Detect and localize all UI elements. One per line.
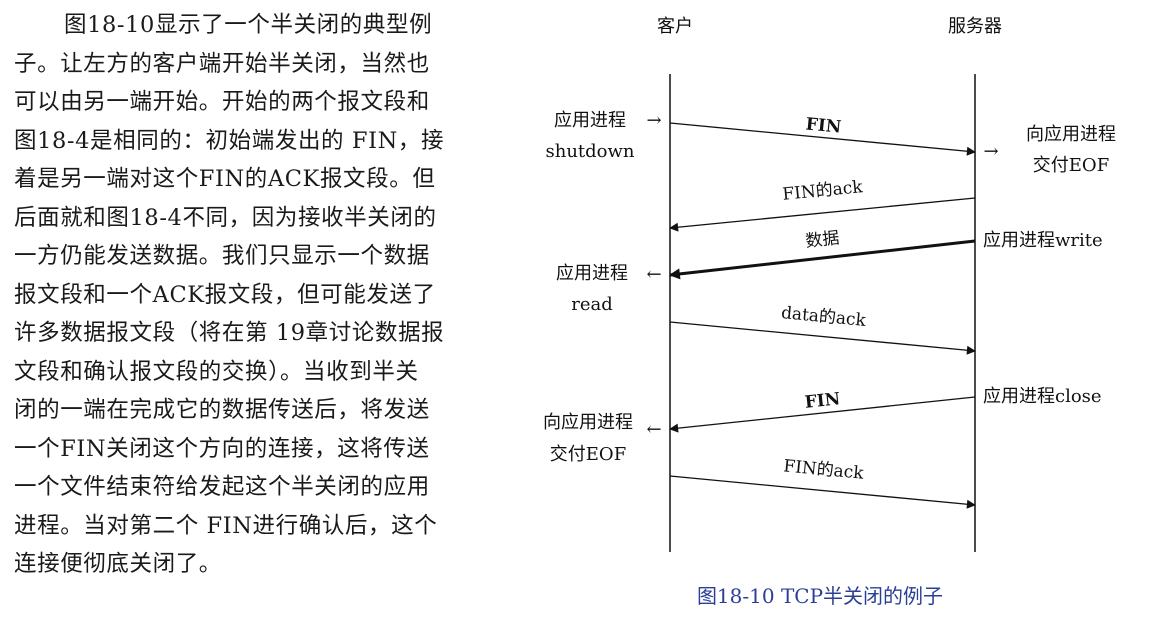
- fin-label-2: FIN: [804, 389, 841, 413]
- paragraph-line: 图18-4是相同的：初始端发出的 FIN，接: [14, 127, 445, 154]
- paragraph-line: 报文段和一个ACK报文段，但可能发送了: [14, 281, 436, 308]
- paragraph-line: 闭的一端在完成它的数据传送后，将发送: [14, 397, 430, 423]
- fin-ack-label-1: FIN的ack: [782, 177, 865, 205]
- data-label: 数据: [804, 228, 840, 252]
- body-paragraph: 图18-10显示了一个半关闭的典型例 子。让左方的客户端开始半关闭，当然也 可以…: [14, 6, 510, 584]
- server-label: 服务器: [948, 16, 1002, 37]
- fin-arrow-1: [669, 122, 976, 156]
- client-eof-label: 交付EOF: [550, 444, 626, 465]
- paragraph-line: 可以由另一端开始。开始的两个报文段和: [14, 89, 430, 115]
- data-ack-arrow: [669, 321, 976, 355]
- server-eof-label: 向应用进程: [1026, 124, 1116, 145]
- paragraph-line: 一方仍能发送数据。我们只显示一个数据: [14, 243, 430, 269]
- paragraph-line: 连接便彻底关闭了。: [14, 551, 222, 577]
- fin-arrow-2: [669, 396, 976, 433]
- left-arrow-icon: ←: [646, 264, 661, 285]
- paragraph-line: 着是另一端对这个FIN的ACK报文段。但: [14, 166, 436, 192]
- paragraph-line: 许多数据报文段（将在第 19章讨论数据报: [14, 320, 445, 346]
- paragraph-line: 进程。当对第二个 FIN进行确认后，这个: [14, 512, 438, 539]
- right-arrow-icon: →: [983, 141, 998, 162]
- client-shutdown-label: shutdown: [545, 141, 634, 162]
- fin-label-1: FIN: [805, 114, 842, 137]
- data-arrow: [668, 239, 976, 280]
- fin-ack-arrow-1: [669, 197, 976, 232]
- paragraph-line: 后面就和图18-4不同，因为接收半关闭的: [14, 204, 437, 231]
- paragraph-line: 子。让左方的客户端开始半关闭，当然也: [14, 50, 430, 77]
- left-arrow-icon: ←: [646, 419, 661, 440]
- fin-ack-label-2: FIN的ack: [783, 456, 866, 484]
- client-label: 客户: [657, 16, 693, 37]
- server-write-label: 应用进程write: [983, 230, 1103, 251]
- server-close-label: 应用进程close: [983, 386, 1102, 407]
- right-arrow-icon: →: [646, 110, 661, 131]
- paragraph-line: 文段和确认报文段的交换）。当收到半关: [14, 358, 419, 385]
- paragraph-line: 图18-10显示了一个半关闭的典型例: [64, 12, 433, 38]
- client-eof-label: 向应用进程: [543, 412, 633, 433]
- paragraph-line: 一个文件结束符给发起这个半关闭的应用: [14, 474, 430, 500]
- tcp-half-close-diagram: 客户 服务器 FIN FIN的ack 数据 data的ack FIN FIN的a…: [543, 16, 1116, 608]
- fin-ack-arrow-2: [669, 475, 976, 509]
- data-ack-label: data的ack: [780, 303, 867, 331]
- client-read-label: 应用进程: [556, 263, 628, 284]
- paragraph-line: 一个FIN关闭这个方向的连接，这将传送: [14, 435, 430, 462]
- server-eof-label: 交付EOF: [1033, 155, 1109, 176]
- client-read-label: read: [571, 294, 613, 315]
- figure-caption: 图18-10 TCP半关闭的例子: [697, 584, 943, 608]
- client-shutdown-label: 应用进程: [554, 110, 626, 131]
